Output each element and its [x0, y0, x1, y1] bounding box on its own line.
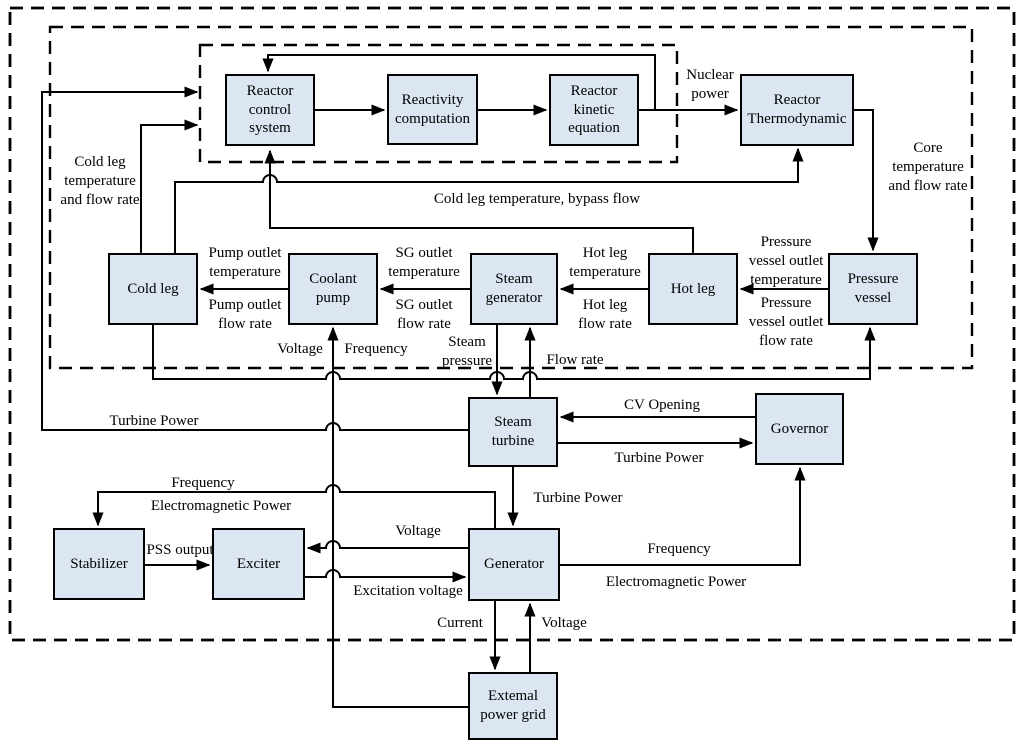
node-reactivity-computation: Reactivity computation	[387, 74, 478, 145]
label-cold-leg-temperature-flow: Cold leg temperature and flow rate	[60, 154, 140, 209]
label-pv-outlet-temperature: Pressure vessel outlet temperature	[748, 234, 824, 289]
label-frequency-stabilizer: Frequency	[171, 475, 235, 491]
reactor-control-boundary	[198, 43, 679, 164]
label-turbine-power-generator: Turbine Power	[533, 490, 623, 506]
node-hot-leg: Hot leg	[648, 253, 738, 325]
edge-generator-to-governor	[560, 466, 806, 566]
node-external-power-grid: Extemal power grid	[468, 672, 558, 740]
label-steam-pressure: Steam pressure	[442, 334, 492, 370]
node-reactor-kinetic-equation: Reactor kinetic equation	[549, 74, 639, 146]
node-steam-generator: Steam generator	[470, 253, 558, 325]
node-coolant-pump: Coolant pump	[288, 253, 378, 325]
label-excitation-voltage: Excitation voltage	[353, 583, 463, 599]
edge-cold-leg-to-rcs	[140, 119, 199, 253]
label-turbine-power-rcs: Turbine Power	[109, 413, 199, 429]
node-steam-turbine: Steam turbine	[468, 397, 558, 467]
label-core-temperature-flow: Core temperature and flow rate	[888, 140, 968, 195]
label-hot-leg-flow: Hot leg flow rate	[578, 297, 632, 333]
node-governor: Governor	[755, 393, 844, 465]
label-pump-outlet-flow: Pump outlet flow rate	[208, 297, 282, 333]
node-pressure-vessel: Pressure vessel	[828, 253, 918, 325]
edge-grid-to-coolant-pump	[327, 326, 468, 708]
label-pv-outlet-flow: Pressure vessel outlet flow rate	[748, 295, 824, 350]
label-pss-output: PSS output	[146, 542, 214, 558]
label-voltage-generator: Voltage	[541, 615, 587, 631]
node-reactor-control-system: Reactor control system	[225, 74, 315, 146]
node-generator: Generator	[468, 528, 560, 601]
label-frequency-pump: Frequency	[344, 341, 408, 357]
edge-hot-leg-to-rcs	[264, 149, 694, 253]
edge-kinetic-feedback-to-rcs	[262, 54, 656, 110]
label-hot-leg-temperature: Hot leg temperature	[569, 245, 641, 281]
node-exciter: Exciter	[212, 528, 305, 600]
node-reactor-thermodynamic: Reactor Thermodynamic	[740, 74, 854, 146]
label-voltage-pump: Voltage	[277, 341, 323, 357]
primary-loop-boundary	[48, 25, 974, 370]
label-sg-outlet-temperature: SG outlet temperature	[388, 245, 460, 281]
edge-turbine-power-to-rcs	[41, 86, 468, 431]
edge-thermo-to-pressure-vessel	[853, 109, 879, 252]
label-current: Current	[437, 615, 483, 631]
label-sg-outlet-flow: SG outlet flow rate	[395, 297, 453, 333]
label-pump-outlet-temperature: Pump outlet temperature	[208, 245, 282, 281]
label-flow-rate: Flow rate	[546, 352, 604, 368]
node-cold-leg: Cold leg	[108, 253, 198, 325]
label-cv-opening: CV Opening	[624, 397, 700, 413]
label-em-power-stabilizer: Electromagnetic Power	[150, 498, 292, 514]
label-em-power-governor: Electromagnetic Power	[605, 574, 747, 590]
label-frequency-governor: Frequency	[647, 541, 711, 557]
label-nuclear-power: Nuclear power	[686, 67, 734, 103]
label-voltage-exciter: Voltage	[395, 523, 441, 539]
node-stabilizer: Stabilizer	[53, 528, 145, 600]
label-cold-leg-bypass: Cold leg temperature, bypass flow	[433, 191, 641, 207]
label-turbine-power-governor: Turbine Power	[614, 450, 704, 466]
edge-exciter-to-generator	[305, 569, 467, 583]
